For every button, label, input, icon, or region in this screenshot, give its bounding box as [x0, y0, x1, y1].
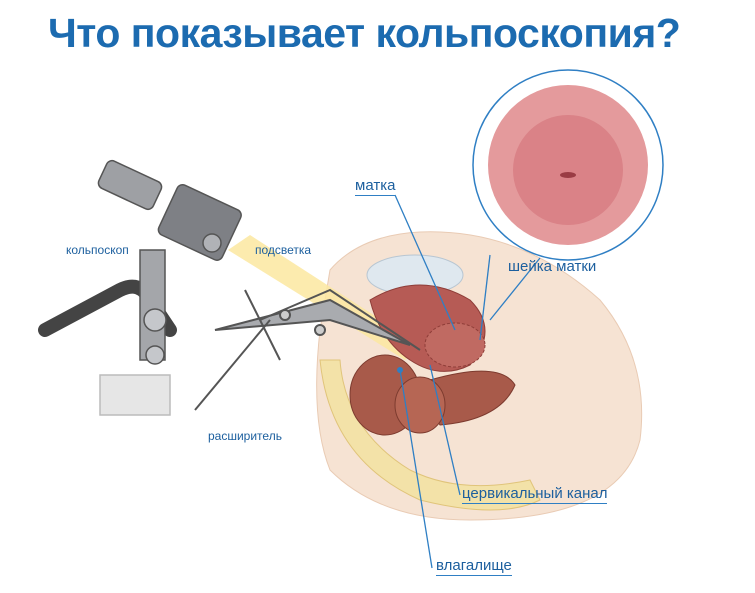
page-title: Что показывает кольпоскопия?: [48, 10, 681, 56]
label-cervix: шейка матки: [508, 258, 597, 275]
label-uterus: матка: [355, 177, 396, 196]
label-colposcope: кольпоскоп: [66, 243, 129, 257]
cervix-shape: [424, 322, 486, 368]
leader-lines: [394, 194, 541, 569]
pelvic-bone: [319, 359, 541, 511]
label-speculum: расширитель: [208, 429, 282, 443]
label-cervical-canal: цервикальный канал: [462, 485, 608, 504]
label-vagina: влагалище: [436, 557, 512, 576]
speculum: [194, 288, 421, 411]
label-illumination: подсветка: [255, 243, 312, 257]
colposcope: [38, 159, 242, 416]
